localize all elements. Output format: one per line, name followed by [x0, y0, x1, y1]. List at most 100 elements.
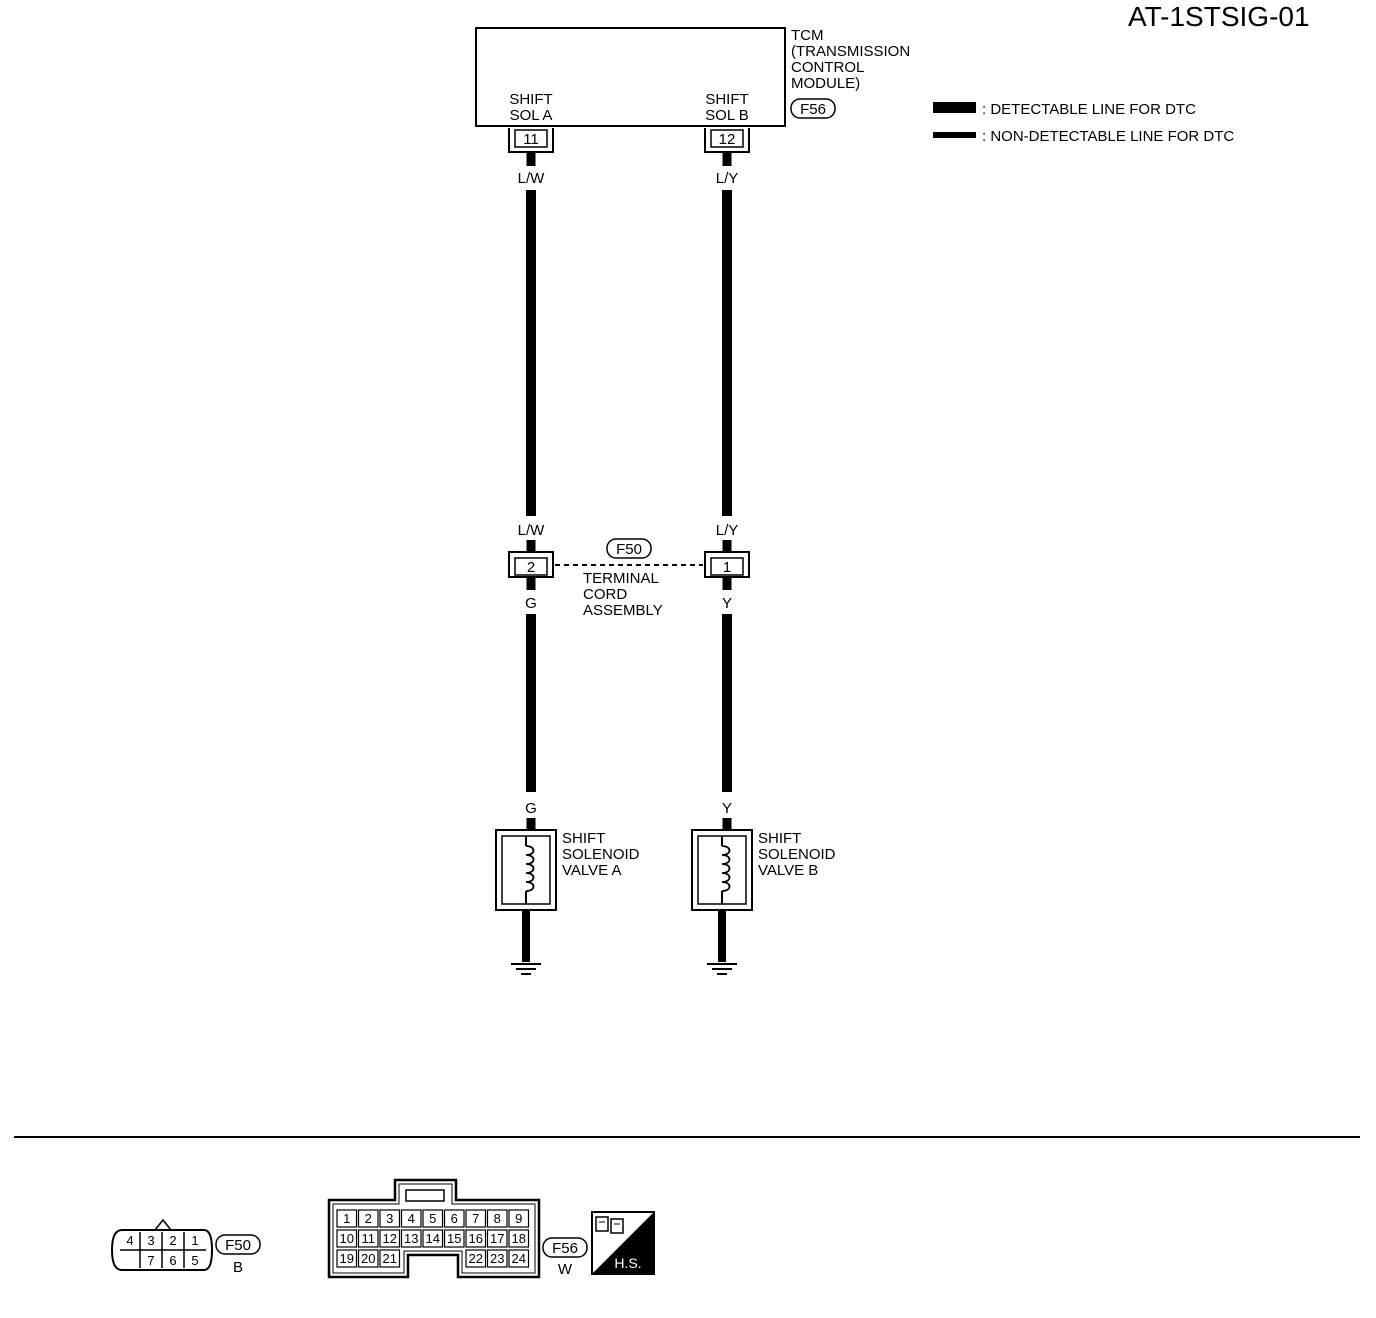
f56-pin-cell — [508, 1209, 530, 1228]
tcm-desc-3: MODULE) — [791, 75, 860, 92]
hs-badge: H.S. — [591, 1211, 655, 1275]
f56-pin-cell — [422, 1229, 444, 1248]
f56-pin-label: 6 — [451, 1211, 458, 1226]
f50-connector-face: 4 3 2 1 7 6 5 — [110, 1218, 214, 1271]
f50-face-color: B — [233, 1259, 243, 1276]
wire-a-upper-color-bottom: L/W — [518, 522, 546, 539]
wire-a-lower-color-top: G — [525, 595, 537, 612]
solenoid-a-label-2: SOLENOID — [562, 846, 640, 863]
f56-pin-label: 22 — [469, 1251, 483, 1266]
f50-connector-id: F50 — [616, 541, 642, 558]
solenoid-a-label-1: SHIFT — [562, 830, 605, 847]
f50-terminal-1: 1 — [704, 551, 750, 578]
solenoid-b-label-1: SHIFT — [758, 830, 801, 847]
f56-pin-cell — [379, 1249, 401, 1268]
f56-pin-label: 1 — [343, 1211, 350, 1226]
f50-face-id: F50 — [225, 1237, 251, 1254]
f56-pin-label: 8 — [494, 1211, 501, 1226]
f56-pin-label: 18 — [512, 1231, 526, 1246]
svg-text:7: 7 — [147, 1253, 154, 1268]
f56-pin-label: 15 — [447, 1231, 461, 1246]
f56-pin-label: 16 — [469, 1231, 483, 1246]
svg-text:4: 4 — [126, 1233, 133, 1248]
f56-pin-cell — [508, 1229, 530, 1248]
tcm-pin-b-label-1: SHIFT — [705, 91, 748, 108]
f56-pin-label: 23 — [490, 1251, 504, 1266]
legend-detectable-swatch — [933, 102, 976, 113]
f56-pin-cell — [400, 1209, 422, 1228]
f56-pin-label: 21 — [383, 1251, 397, 1266]
f56-pin-label: 7 — [472, 1211, 479, 1226]
f56-pin-label: 5 — [429, 1211, 436, 1226]
shift-solenoid-valve-a — [495, 829, 557, 911]
f56-pin-label: 11 — [362, 1231, 376, 1246]
f56-pin-cell — [486, 1229, 508, 1248]
solenoid-b-label-2: SOLENOID — [758, 846, 836, 863]
legend-detectable-text: : DETECTABLE LINE FOR DTC — [982, 101, 1196, 118]
shift-solenoid-valve-b — [691, 829, 753, 911]
f56-pin-label: 14 — [426, 1231, 440, 1246]
ground-a-icon — [511, 910, 541, 975]
f50-face-badge — [215, 1234, 261, 1255]
legend-non-detectable-swatch — [933, 132, 976, 138]
f56-pin-cell — [443, 1209, 465, 1228]
wire-b-lower-color-bottom: Y — [722, 800, 732, 817]
f56-face-badge — [542, 1237, 588, 1258]
terminal-cord-label-3: ASSEMBLY — [583, 602, 663, 619]
f56-pin-cell — [336, 1249, 358, 1268]
f56-pin-label: 3 — [386, 1211, 393, 1226]
svg-text:3: 3 — [147, 1233, 154, 1248]
f56-pin-cell — [465, 1209, 487, 1228]
wire-a-lower-color-bottom: G — [525, 800, 537, 817]
wire-b-upper-color-top: L/Y — [716, 170, 739, 187]
wire-b-upper-color-bottom: L/Y — [716, 522, 739, 539]
f56-connector-face — [327, 1178, 541, 1279]
f56-pin-label: 13 — [404, 1231, 418, 1246]
f56-pin-cell — [336, 1229, 358, 1248]
f50-terminal-2: 2 — [508, 551, 554, 578]
f56-pin-cell — [379, 1229, 401, 1248]
f56-face-color: W — [558, 1261, 573, 1278]
tcm-desc-2: CONTROL — [791, 59, 864, 76]
svg-text:12: 12 — [719, 131, 736, 148]
tcm-box — [475, 27, 786, 127]
f50-connector-badge — [606, 538, 652, 559]
f56-pin-cell — [486, 1249, 508, 1268]
f56-pin-cell — [486, 1209, 508, 1228]
f56-pin-label: 24 — [512, 1251, 526, 1266]
svg-text:2: 2 — [169, 1233, 176, 1248]
hs-badge-text: H.S. — [614, 1255, 641, 1271]
svg-text:1: 1 — [191, 1233, 198, 1248]
f56-face-id: F56 — [552, 1240, 578, 1257]
f56-pin-label: 17 — [490, 1231, 504, 1246]
terminal-cord-label-2: CORD — [583, 586, 627, 603]
f56-pin-label: 4 — [408, 1211, 415, 1226]
tcm-pin-a-label-2: SOL A — [510, 107, 553, 124]
wire-b-lower-color-top: Y — [722, 595, 732, 612]
f56-pin-cell — [357, 1229, 379, 1248]
f56-pin-cell — [336, 1209, 358, 1228]
f56-pin-label: 9 — [515, 1211, 522, 1226]
f56-pin-cell — [379, 1209, 401, 1228]
f56-pin-cell — [465, 1249, 487, 1268]
f56-pin-label: 10 — [340, 1231, 354, 1246]
solenoid-a-label-3: VALVE A — [562, 862, 621, 879]
f56-pin-cell — [465, 1229, 487, 1248]
f56-pin-cell — [422, 1209, 444, 1228]
f56-pin-cell — [508, 1249, 530, 1268]
f56-pin-label: 2 — [365, 1211, 372, 1226]
tcm-connector-id: F56 — [800, 101, 826, 118]
tcm-connector-badge — [790, 98, 836, 119]
ground-b-icon — [707, 910, 737, 975]
terminal-cord-label-1: TERMINAL — [583, 570, 659, 587]
svg-text:5: 5 — [191, 1253, 198, 1268]
tcm-desc-1: (TRANSMISSION — [791, 43, 910, 60]
f56-pin-cell — [443, 1229, 465, 1248]
solenoid-b-label-3: VALVE B — [758, 862, 818, 879]
f56-pin-cell — [357, 1209, 379, 1228]
f56-pin-label: 19 — [340, 1251, 354, 1266]
tcm-name: TCM — [791, 27, 824, 44]
